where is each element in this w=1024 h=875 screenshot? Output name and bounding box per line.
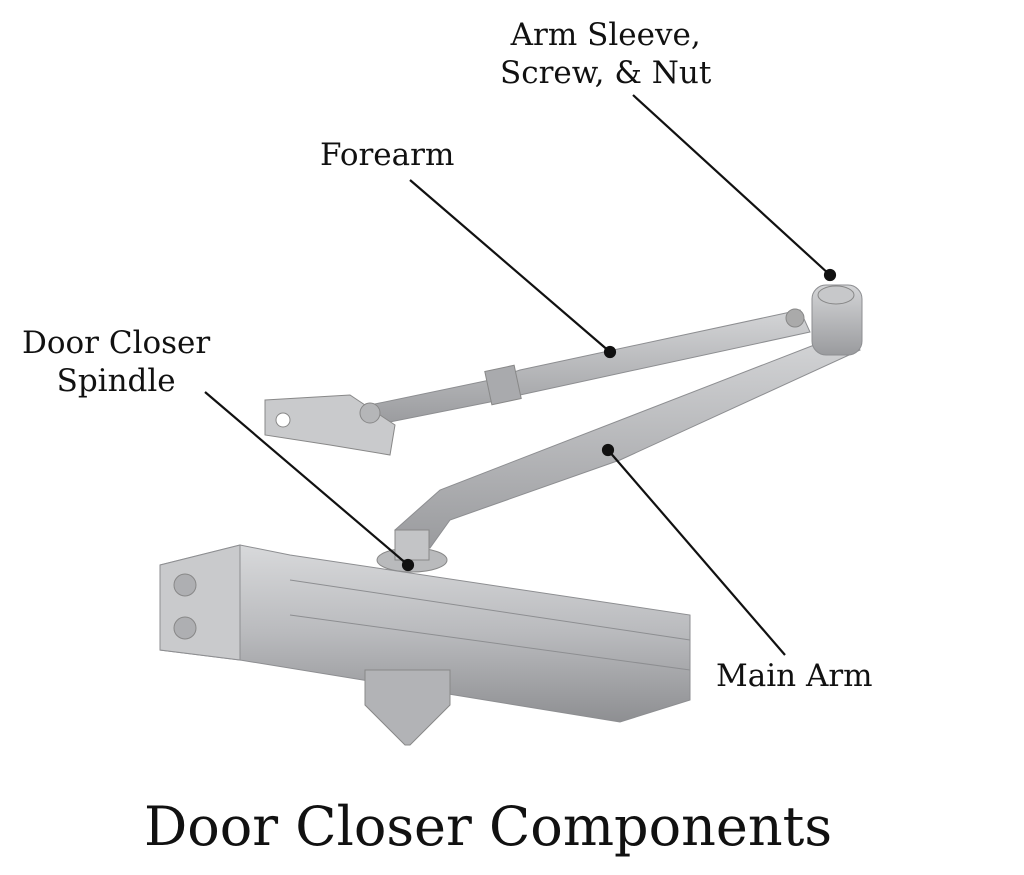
dot-forearm xyxy=(603,345,617,359)
dot-arm-sleeve xyxy=(823,268,837,282)
arm-sleeve-joint xyxy=(785,284,863,356)
main-arm xyxy=(394,334,861,549)
label-spindle-line2: Spindle xyxy=(56,363,176,399)
leader-forearm xyxy=(409,179,611,353)
label-spindle-line1: Door Closer xyxy=(22,325,211,361)
label-arm-sleeve-line2: Screw, & Nut xyxy=(500,55,712,91)
leader-arm-sleeve xyxy=(632,94,831,276)
dot-main-arm xyxy=(601,443,615,457)
spindle xyxy=(376,529,448,573)
leader-main-arm xyxy=(607,449,786,656)
label-forearm: Forearm xyxy=(320,137,455,173)
closer-body xyxy=(159,544,691,746)
dot-spindle xyxy=(401,558,415,572)
label-spindle: Door Closer Spindle xyxy=(22,324,210,400)
label-arm-sleeve-line1: Arm Sleeve, xyxy=(510,17,701,53)
label-arm-sleeve: Arm Sleeve, Screw, & Nut xyxy=(500,16,711,92)
leader-spindle xyxy=(204,391,409,566)
diagram-title: Door Closer Components xyxy=(143,795,833,858)
forearm xyxy=(264,309,811,456)
leader-lines xyxy=(204,94,837,656)
label-main-arm: Main Arm xyxy=(716,658,873,694)
